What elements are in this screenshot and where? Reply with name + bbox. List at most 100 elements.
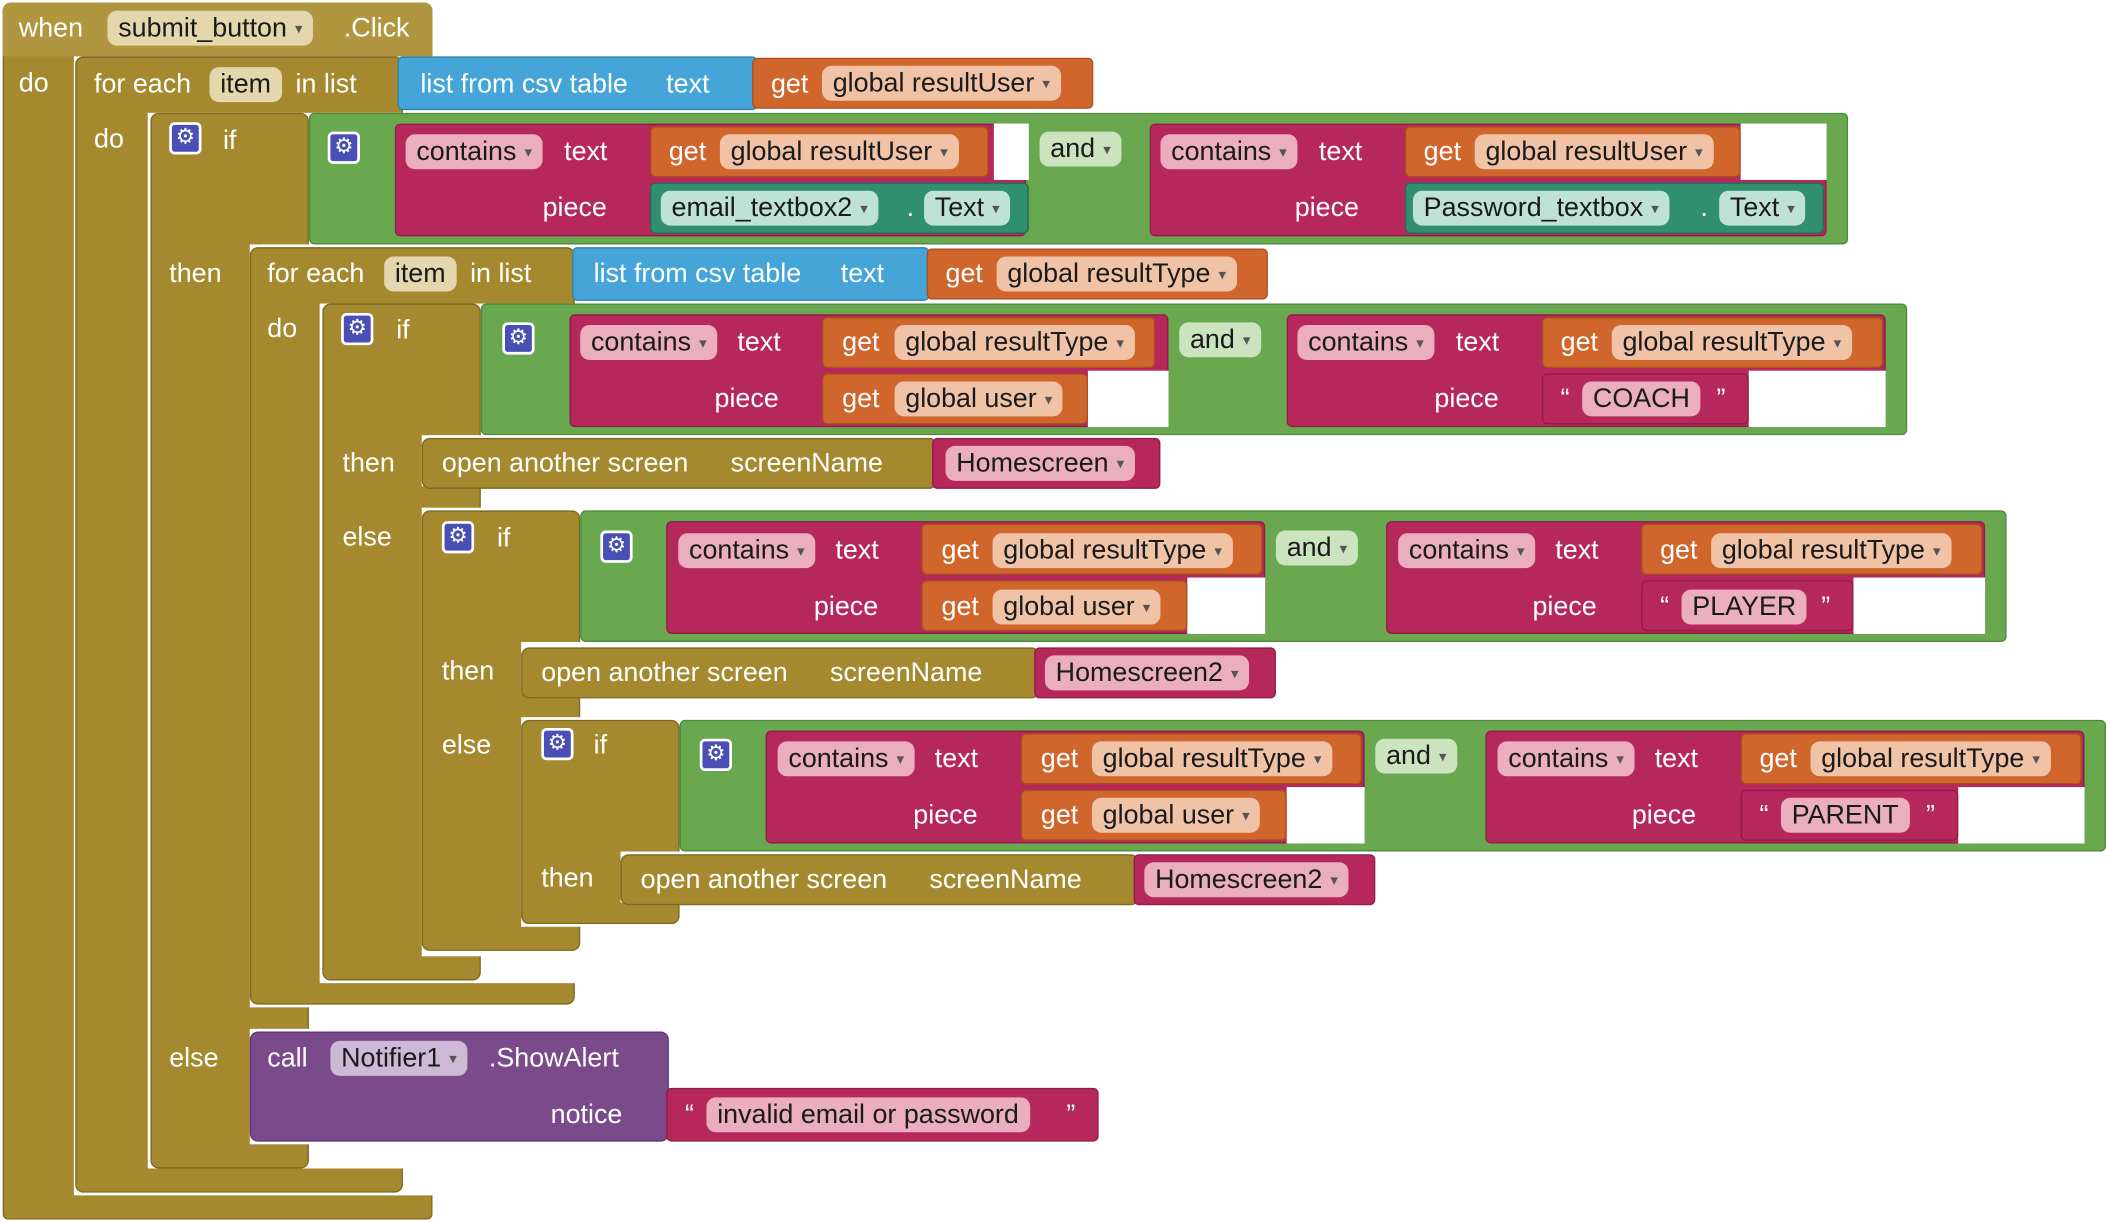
then-label: then: [169, 259, 222, 289]
piece-label: piece: [913, 800, 978, 831]
contains-dropdown[interactable]: contains: [678, 533, 816, 569]
string-value[interactable]: invalid email or password: [706, 1097, 1030, 1133]
variable-dropdown[interactable]: global resultUser: [719, 134, 959, 170]
csv-table-block-types[interactable]: [572, 247, 930, 301]
variable-dropdown[interactable]: global user: [992, 589, 1161, 625]
piece-label: piece: [714, 384, 779, 414]
open-quote: “: [1759, 800, 1769, 831]
open-quote: “: [684, 1099, 694, 1130]
piece-label: piece: [813, 592, 879, 622]
contains-dropdown[interactable]: contains: [777, 741, 915, 777]
get-label: get: [842, 384, 880, 414]
contains-dropdown[interactable]: contains: [1497, 741, 1635, 777]
contains-dropdown[interactable]: contains: [405, 134, 543, 170]
variable-dropdown[interactable]: global resultType: [1711, 533, 1952, 569]
then-label: then: [441, 656, 495, 687]
and-dropdown[interactable]: and: [1179, 322, 1262, 358]
text-label: text: [737, 327, 781, 358]
variable-dropdown[interactable]: global user: [1091, 797, 1261, 833]
loop-do-label: do: [267, 314, 298, 344]
open-screen-label: open another screen: [541, 658, 788, 688]
then-label: then: [541, 863, 594, 894]
if-label: if: [496, 523, 511, 554]
screen-name-label: screenName: [929, 864, 1082, 895]
variable-dropdown[interactable]: global resultType: [1810, 741, 2051, 777]
get-label: get: [1423, 136, 1462, 167]
string-value[interactable]: PARENT: [1780, 797, 1910, 833]
string-value[interactable]: PLAYER: [1681, 589, 1808, 625]
text-label: text: [1555, 535, 1599, 566]
event-name-label: .Click: [343, 13, 410, 43]
csv-label: list from csv table: [593, 259, 802, 289]
screen-name-label: screenName: [730, 448, 883, 479]
contains-dropdown[interactable]: contains: [580, 325, 718, 360]
text-label: text: [835, 535, 879, 566]
else-label: else: [342, 522, 392, 553]
open-screen-block-homescreen2[interactable]: [521, 647, 1040, 699]
screen-dropdown[interactable]: Homescreen2: [1044, 655, 1250, 691]
loop-variable-item[interactable]: item: [209, 67, 282, 103]
variable-dropdown[interactable]: global resultType: [1611, 325, 1852, 360]
and-dropdown[interactable]: and: [1039, 131, 1122, 167]
event-component-dropdown[interactable]: submit_button: [107, 10, 314, 46]
event-do-label: do: [18, 68, 49, 99]
variable-dropdown[interactable]: global resultType: [894, 325, 1135, 360]
variable-dropdown[interactable]: global resultType: [1091, 741, 1332, 777]
get-label: get: [1040, 800, 1079, 831]
dot-label: .: [906, 193, 915, 223]
gear-icon[interactable]: ⚙: [502, 322, 535, 355]
and-dropdown[interactable]: and: [1375, 738, 1458, 774]
contains-dropdown[interactable]: contains: [1398, 533, 1536, 569]
variable-dropdown[interactable]: global resultUser: [821, 65, 1061, 101]
close-quote: ”: [1716, 384, 1726, 414]
piece-label: piece: [1631, 800, 1697, 831]
property-dropdown[interactable]: Text: [924, 190, 1011, 226]
variable-dropdown[interactable]: global user: [894, 381, 1063, 417]
csv-text-label: text: [840, 259, 885, 289]
csv-table-block-users[interactable]: [397, 56, 758, 111]
variable-dropdown[interactable]: global resultType: [992, 533, 1233, 569]
get-label: get: [842, 327, 880, 358]
for-each-label: for each: [94, 69, 192, 100]
property-dropdown[interactable]: Text: [1719, 190, 1806, 226]
gear-icon[interactable]: ⚙: [327, 131, 360, 164]
csv-label: list from csv table: [420, 69, 628, 100]
get-label: get: [941, 535, 979, 566]
gear-icon[interactable]: ⚙: [600, 530, 633, 563]
gear-icon[interactable]: ⚙: [169, 122, 202, 155]
piece-label: piece: [1532, 592, 1597, 622]
and-dropdown[interactable]: and: [1275, 530, 1358, 566]
notifier-dropdown[interactable]: Notifier1: [330, 1040, 468, 1076]
contains-dropdown[interactable]: contains: [1160, 134, 1298, 170]
gear-icon[interactable]: ⚙: [541, 727, 574, 761]
open-quote: “: [1560, 384, 1570, 414]
component-dropdown[interactable]: Password_textbox: [1412, 190, 1670, 226]
if-label: if: [593, 730, 608, 761]
get-label: get: [1759, 744, 1797, 774]
variable-dropdown[interactable]: global resultType: [996, 256, 1237, 292]
text-label: text: [934, 744, 979, 774]
in-list-label: in list: [470, 259, 532, 289]
text-label: text: [1318, 136, 1363, 167]
screen-dropdown[interactable]: Homescreen: [945, 445, 1135, 481]
variable-dropdown[interactable]: global resultUser: [1474, 134, 1714, 170]
screen-dropdown[interactable]: Homescreen2: [1144, 862, 1349, 898]
open-screen-block-homescreen2[interactable]: [620, 854, 1139, 906]
gear-icon[interactable]: ⚙: [341, 312, 374, 346]
text-label: text: [564, 136, 608, 167]
component-dropdown[interactable]: email_textbox2: [660, 190, 879, 226]
gear-icon[interactable]: ⚙: [441, 521, 475, 554]
for-each-label: for each: [267, 259, 365, 289]
gear-icon[interactable]: ⚙: [699, 738, 732, 771]
contains-dropdown[interactable]: contains: [1297, 325, 1435, 360]
screen-name-label: screenName: [830, 658, 983, 688]
loop-do-label: do: [94, 124, 124, 155]
in-list-label: in list: [295, 69, 357, 100]
open-quote: “: [1660, 592, 1670, 622]
get-label: get: [1560, 327, 1599, 358]
open-screen-label: open another screen: [441, 448, 689, 479]
piece-label: piece: [1294, 193, 1359, 223]
string-value[interactable]: COACH: [1582, 381, 1701, 417]
loop-variable-item[interactable]: item: [384, 256, 457, 292]
